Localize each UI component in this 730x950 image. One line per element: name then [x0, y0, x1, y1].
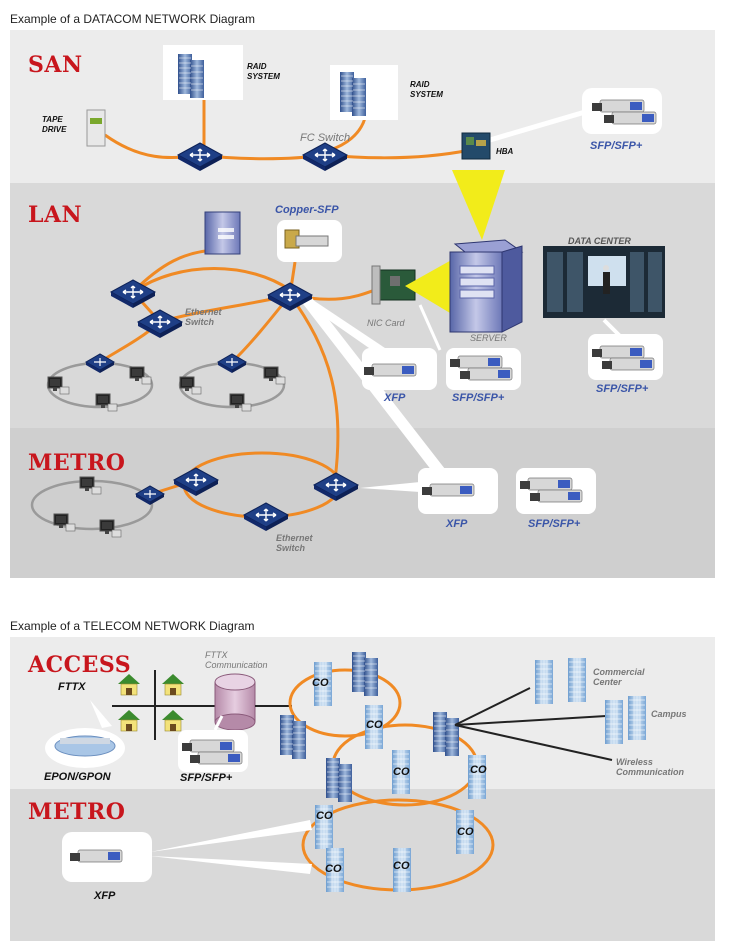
datacom-title: Example of a DATACOM NETWORK Diagram	[10, 12, 255, 26]
access-label: ACCESS	[28, 652, 132, 678]
access-sfp-label: SFP/SFP+	[180, 772, 233, 784]
co-label: CO	[470, 764, 487, 776]
campus-label: Campus	[651, 709, 687, 719]
san-sfp-label: SFP/SFP+	[590, 140, 643, 152]
epon-gpon-label: EPON/GPON	[44, 771, 111, 783]
raid-system-label-1: RAID SYSTEM	[247, 62, 280, 81]
co-label: CO	[393, 860, 410, 872]
server-label: SERVER	[470, 333, 507, 343]
metro-ethernet-switch-label: Ethernet Switch	[276, 533, 313, 553]
tape-drive-label: TAPE DRIVE	[42, 115, 67, 134]
co-label: CO	[316, 810, 333, 822]
data-center-label: DATA CENTER	[568, 236, 631, 246]
nic-card-label: NIC Card	[367, 318, 405, 328]
co-label: CO	[393, 766, 410, 778]
metro-band	[10, 428, 715, 578]
lan-label: LAN	[28, 202, 83, 228]
lan-xfp-label: XFP	[384, 392, 406, 404]
metro-xfp-label: XFP	[446, 518, 468, 530]
lan-sfp-label: SFP/SFP+	[452, 392, 505, 404]
metro-sfp-label: SFP/SFP+	[528, 518, 581, 530]
telecom-title: Example of a TELECOM NETWORK Diagram	[10, 619, 255, 633]
fttx-label: FTTX	[58, 681, 86, 693]
commercial-center-label: Commercial Center	[593, 667, 645, 687]
hba-label: HBA	[496, 147, 514, 156]
metro-label: METRO	[28, 450, 126, 476]
co-label: CO	[325, 863, 342, 875]
co-label: CO	[457, 826, 474, 838]
fc-switch-label: FC Switch	[300, 132, 351, 144]
san-label: SAN	[28, 52, 83, 78]
datacenter-sfp-label: SFP/SFP+	[596, 383, 649, 395]
fttx-communication-label: FTTX Communication	[205, 650, 268, 670]
wireless-communication-label: Wireless Communication	[616, 757, 685, 777]
raid-system-label-2: RAID SYSTEM	[410, 80, 443, 99]
telecom-xfp-label: XFP	[94, 890, 116, 902]
telecom-metro-label: METRO	[28, 799, 126, 825]
co-label: CO	[312, 677, 329, 689]
co-label: CO	[366, 719, 383, 731]
copper-sfp-label: Copper-SFP	[275, 204, 339, 216]
lan-ethernet-switch-label: Ethernet Switch	[185, 307, 222, 327]
